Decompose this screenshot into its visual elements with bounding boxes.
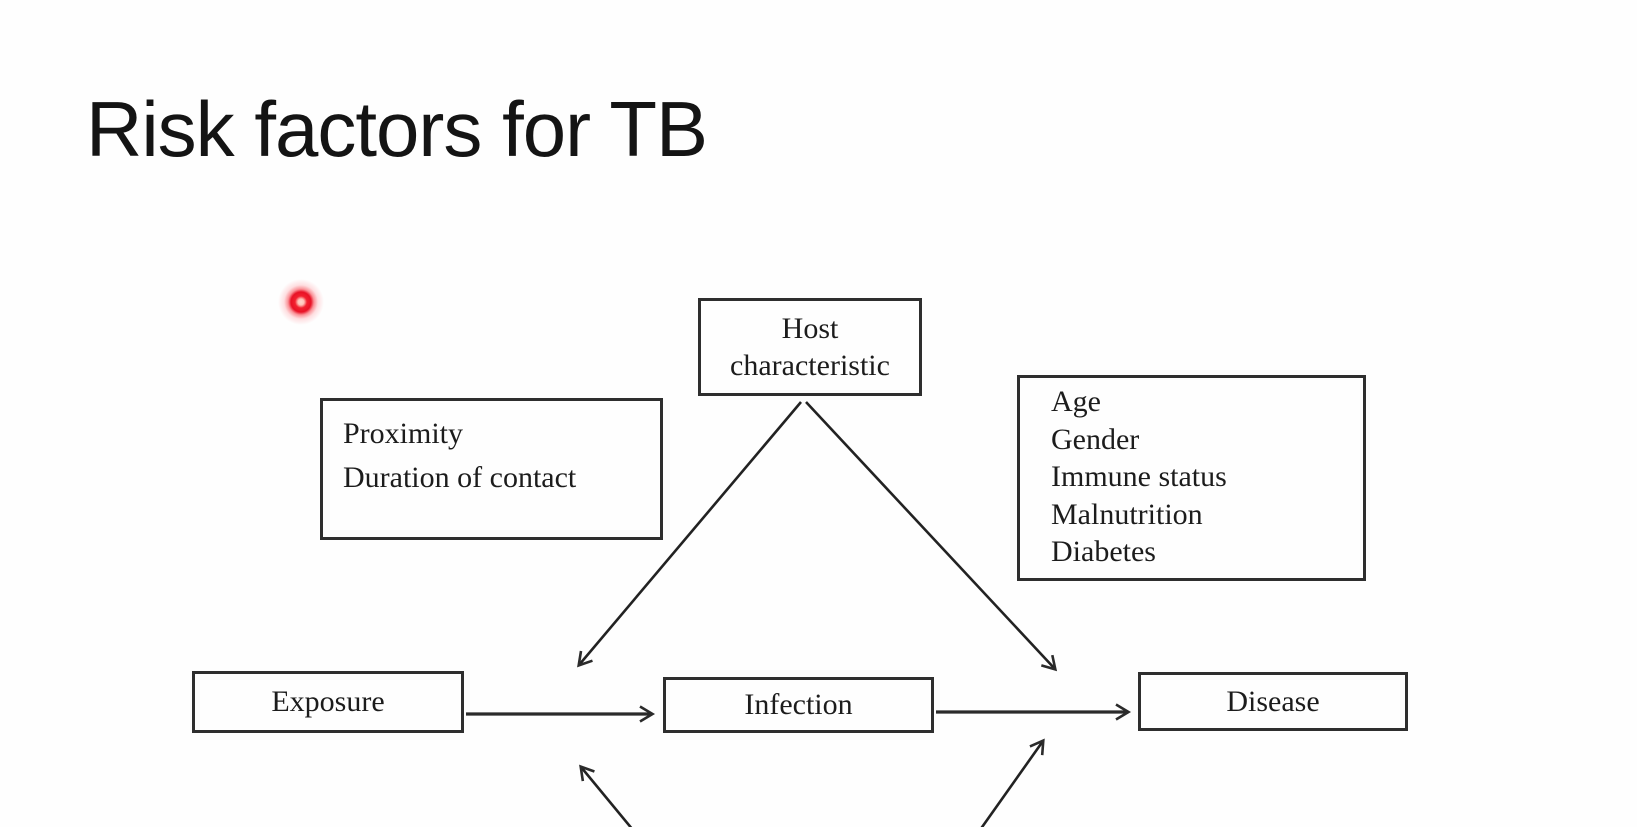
slide-title: Risk factors for TB [86,85,708,173]
host-factor-gender: Gender [1051,422,1140,456]
box-exposure: Exposure [192,671,464,733]
box-host-characteristic: Host characteristic [698,298,922,396]
box-host-factors-list: Age Gender Immune status Malnutrition Di… [1017,375,1366,581]
host-characteristic-line1: Host [781,312,839,345]
box-disease: Disease [1138,672,1408,731]
laser-pointer-dot [278,279,324,325]
host-factor-immune-status: Immune status [1051,460,1227,493]
host-factor-age: Age [1051,385,1101,418]
infection-label: Infection [744,688,853,721]
arrow-bottom-to-disease [980,738,1045,827]
box-infection: Infection [663,677,934,733]
host-characteristic-line2: characteristic [730,349,890,382]
arrow-bottom-to-infection [579,764,633,827]
host-factor-diabetes: Diabetes [1051,535,1156,568]
disease-label: Disease [1226,684,1320,718]
host-factor-malnutrition: Malnutrition [1051,497,1203,531]
box-exposure-factors: Proximity Duration of contact [320,398,663,540]
exposure-factor-duration: Duration of contact [343,461,577,494]
exposure-label: Exposure [271,685,385,718]
exposure-factor-proximity: Proximity [343,417,464,450]
